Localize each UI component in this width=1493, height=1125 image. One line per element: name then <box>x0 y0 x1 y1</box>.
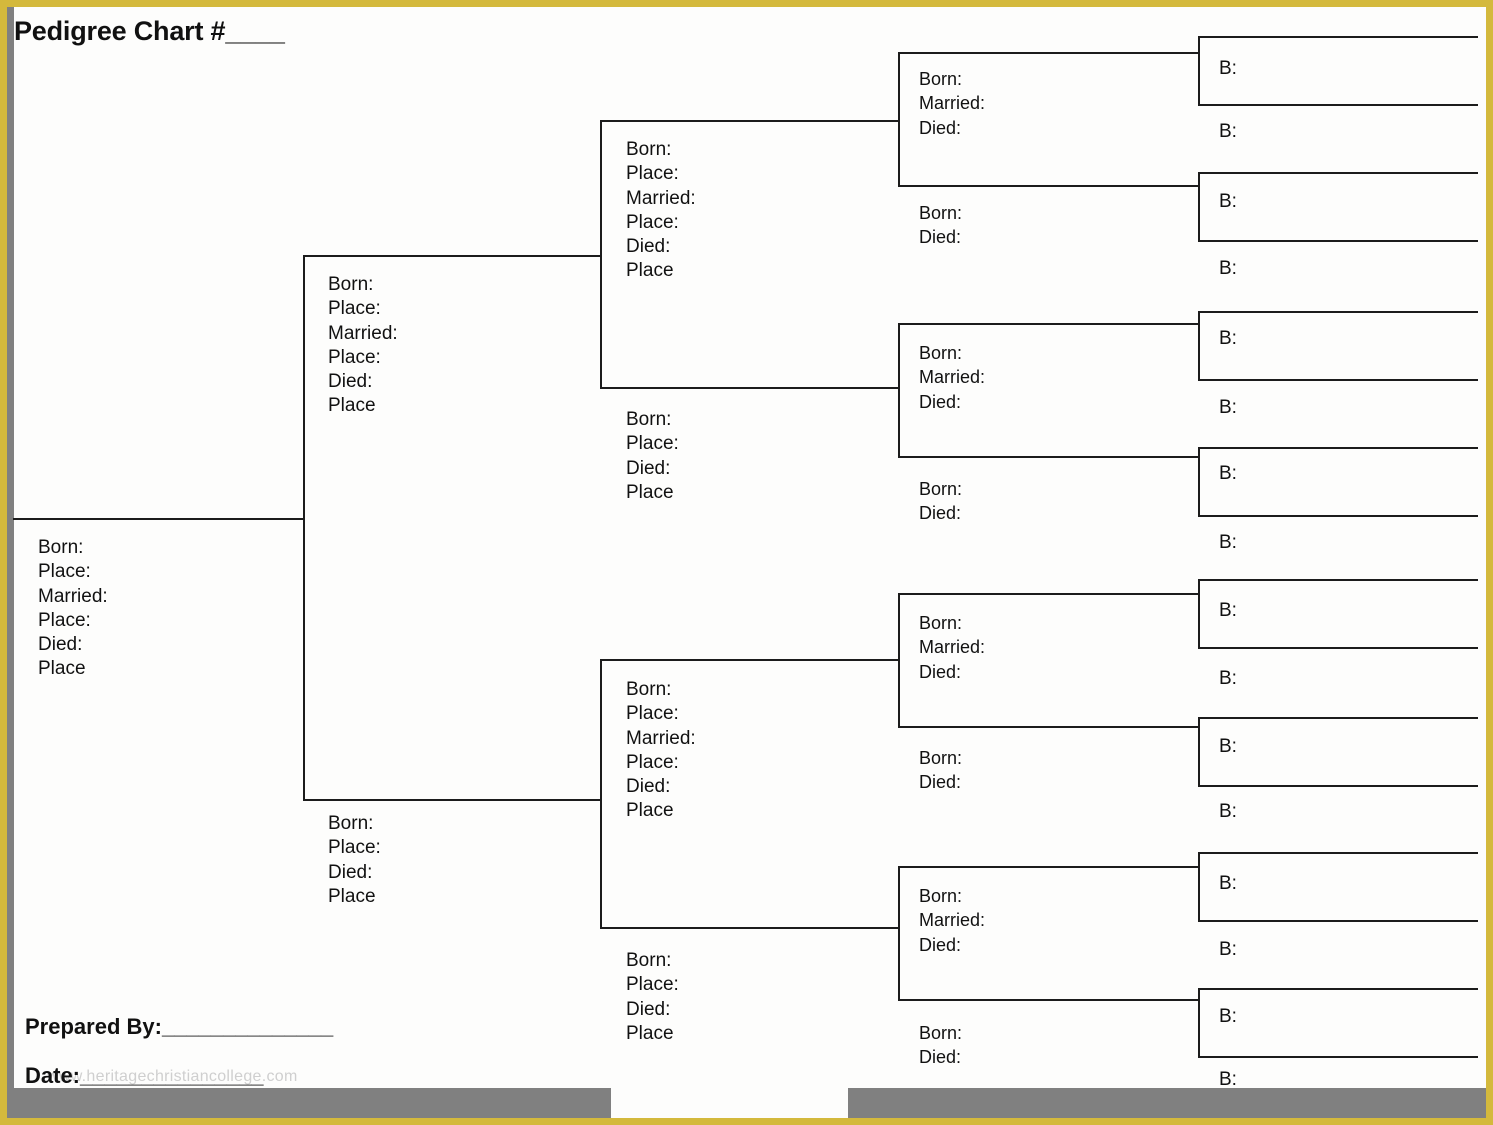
person-g5-5-box <box>1198 311 1478 381</box>
connector-g3-1-to-g4-1 <box>884 120 900 122</box>
connector-g4-5-to-g5-6 <box>1184 726 1200 728</box>
person-g4-2-fields: Born: Died: <box>919 203 963 248</box>
person-g5-7-fields: B: <box>1219 463 1237 484</box>
connector-g3-3-to-g4-4 <box>884 927 900 929</box>
site-watermark: www.heritagechristiancollege.com <box>47 1068 298 1085</box>
prepared-by-label[interactable]: Prepared By:______________ <box>25 1014 334 1039</box>
person-g2-father-fields: Born: Place: Married: Place: Died: Place <box>328 274 398 417</box>
frame-border-right <box>1486 0 1493 1125</box>
person-g4-7-fields: Born: Married: Died: <box>919 886 986 955</box>
connector-g4-3-to-g5-3 <box>1184 323 1200 325</box>
person-g4-1-fields: Born: Married: Died: <box>919 69 986 138</box>
frame-border-bottom <box>0 1118 1493 1125</box>
bottom-bar-left <box>14 1088 611 1118</box>
person-g3-4-fields: Born: Place: Died: Place <box>626 950 679 1044</box>
connector-g4-1-to-g5-2 <box>1184 185 1200 187</box>
person-g3-3-fields: Born: Place: Married: Place: Died: Place <box>626 679 696 822</box>
person-g4-6-fields: Born: Died: <box>919 748 963 793</box>
person-g3-3-box <box>600 659 900 929</box>
person-g5-15-fields: B: <box>1219 1006 1237 1027</box>
connector-g4-7-to-g5-8 <box>1184 999 1200 1001</box>
connector-g4-1-to-g5-1 <box>1184 52 1200 54</box>
person-g4-7-box <box>898 866 1198 1001</box>
person-g5-12-fields: B: <box>1219 801 1237 822</box>
self-baseline <box>13 518 304 520</box>
person-g1-self-fields: Born: Place: Married: Place: Died: Place <box>38 537 108 680</box>
frame-border-left <box>0 0 7 1125</box>
bottom-bar-right <box>848 1088 1486 1118</box>
person-g3-2-fields: Born: Place: Died: Place <box>626 409 679 503</box>
person-g5-1-fields: B: <box>1219 58 1237 79</box>
person-g5-11-fields: B: <box>1219 736 1237 757</box>
person-g4-3-fields: Born: Married: Died: <box>919 343 986 412</box>
person-g5-4-fields: B: <box>1219 258 1237 279</box>
person-g5-1-box <box>1198 36 1478 106</box>
person-g5-2-fields: B: <box>1219 121 1237 142</box>
person-g5-7-box <box>1198 447 1478 517</box>
person-g5-14-fields: B: <box>1219 939 1237 960</box>
person-g4-4-fields: Born: Died: <box>919 479 963 524</box>
person-g5-15-box <box>1198 988 1478 1058</box>
connector-g4-5-to-g5-5 <box>1184 593 1200 595</box>
person-g5-6-fields: B: <box>1219 397 1237 418</box>
date-label[interactable]: Date:_______________ <box>25 1063 264 1088</box>
frame-border-top <box>0 0 1493 7</box>
person-g5-8-fields: B: <box>1219 532 1237 553</box>
connector-g4-3-to-g5-4 <box>1184 456 1200 458</box>
person-g5-11-box <box>1198 717 1478 787</box>
person-g3-1-box <box>600 120 900 389</box>
connector-g2-to-g3-top <box>586 255 602 257</box>
person-g5-5-fields: B: <box>1219 328 1237 349</box>
person-g4-1-box <box>898 52 1198 187</box>
person-g5-3-fields: B: <box>1219 191 1237 212</box>
person-g5-13-box <box>1198 852 1478 922</box>
sidebar-gray-strip <box>7 7 14 1118</box>
connector-g2-to-g3-bottom <box>586 799 602 801</box>
person-g5-10-fields: B: <box>1219 668 1237 689</box>
connector-g3-1-to-g4-2 <box>884 387 900 389</box>
person-g4-5-fields: Born: Married: Died: <box>919 613 986 682</box>
person-g2-father-box <box>303 255 600 801</box>
person-g5-16-fields: B: <box>1219 1069 1237 1090</box>
person-g4-8-fields: Born: Died: <box>919 1023 963 1068</box>
person-g3-1-fields: Born: Place: Married: Place: Died: Place <box>626 139 696 282</box>
person-g5-13-fields: B: <box>1219 873 1237 894</box>
person-g4-3-box <box>898 323 1198 458</box>
page-title: Pedigree Chart #____ <box>14 16 285 46</box>
person-g5-3-box <box>1198 172 1478 242</box>
connector-g4-7-to-g5-7 <box>1184 866 1200 868</box>
person-g5-9-box <box>1198 579 1478 649</box>
person-g2-mother-fields: Born: Place: Died: Place <box>328 813 381 907</box>
person-g5-9-fields: B: <box>1219 600 1237 621</box>
connector-g3-3-to-g4-3 <box>884 659 900 661</box>
